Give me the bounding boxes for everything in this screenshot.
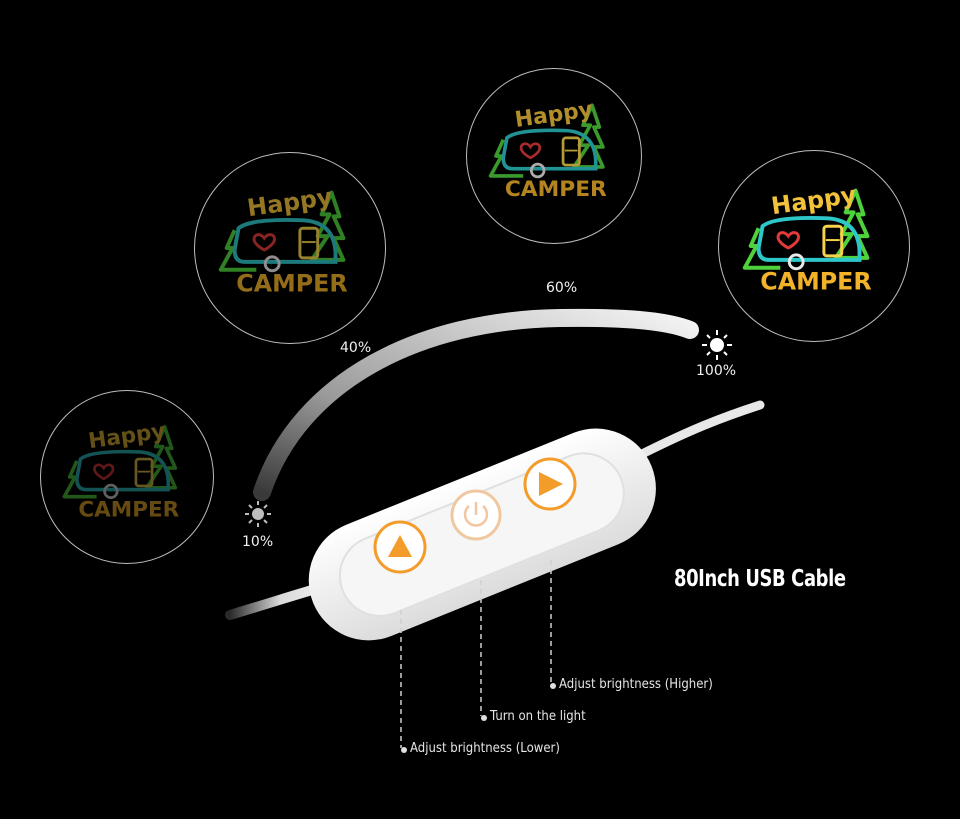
brightness-arc: [253, 308, 699, 501]
callout-power: Turn on the light: [490, 709, 586, 724]
svg-text:Happy: Happy: [87, 419, 167, 455]
sun-bright-icon: [702, 330, 732, 360]
brightness-label-10: 10%: [242, 534, 274, 550]
svg-text:CAMPER: CAMPER: [505, 177, 607, 202]
usb-cable-right: [635, 400, 765, 460]
svg-text:Happy: Happy: [513, 97, 594, 133]
svg-text:CAMPER: CAMPER: [760, 268, 871, 296]
svg-text:CAMPER: CAMPER: [236, 270, 347, 298]
power-icon: [463, 505, 489, 527]
brightness-label-100: 100%: [696, 363, 737, 379]
svg-text:CAMPER: CAMPER: [78, 497, 179, 522]
svg-text:Happy: Happy: [245, 183, 334, 223]
callout-lower: Adjust brightness (Lower): [410, 741, 560, 756]
sun-dim-icon: [245, 501, 271, 527]
brightness-higher-button: [523, 457, 577, 511]
triangle-up-icon: [388, 535, 412, 557]
brightness-label-60: 60%: [546, 280, 578, 296]
callout-higher: Adjust brightness (Higher): [559, 677, 713, 692]
brightness-label-40: 40%: [340, 340, 372, 356]
power-button: [450, 489, 502, 541]
svg-text:Happy: Happy: [769, 181, 858, 221]
brightness-lower-button: [373, 520, 427, 574]
cable-length-label: 80Inch USB Cable: [674, 566, 846, 592]
triangle-right-icon: [539, 472, 563, 496]
